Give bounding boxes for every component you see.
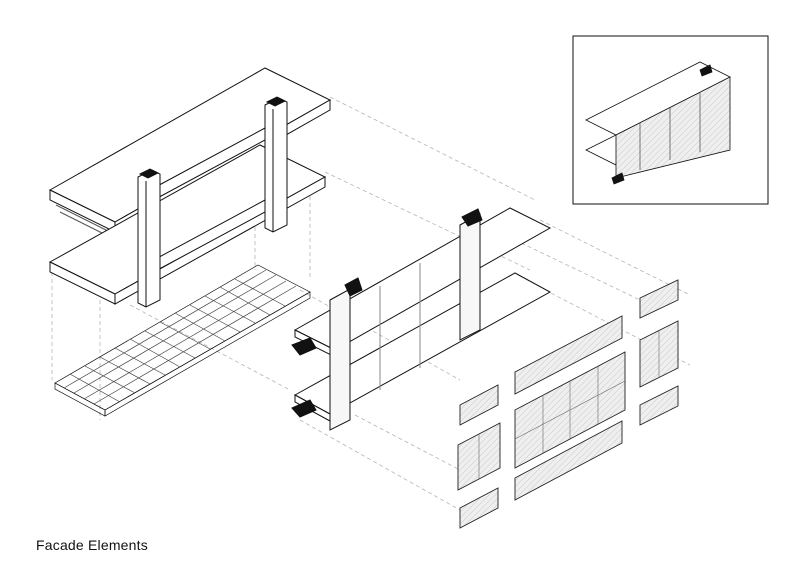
inset-overview-view [572, 35, 769, 205]
slab-and-column-structure [48, 67, 332, 308]
rebar-grid [54, 264, 311, 417]
facade-frame-fins [291, 207, 552, 431]
figure-caption: Facade Elements [36, 537, 148, 553]
window-panels [457, 279, 679, 529]
